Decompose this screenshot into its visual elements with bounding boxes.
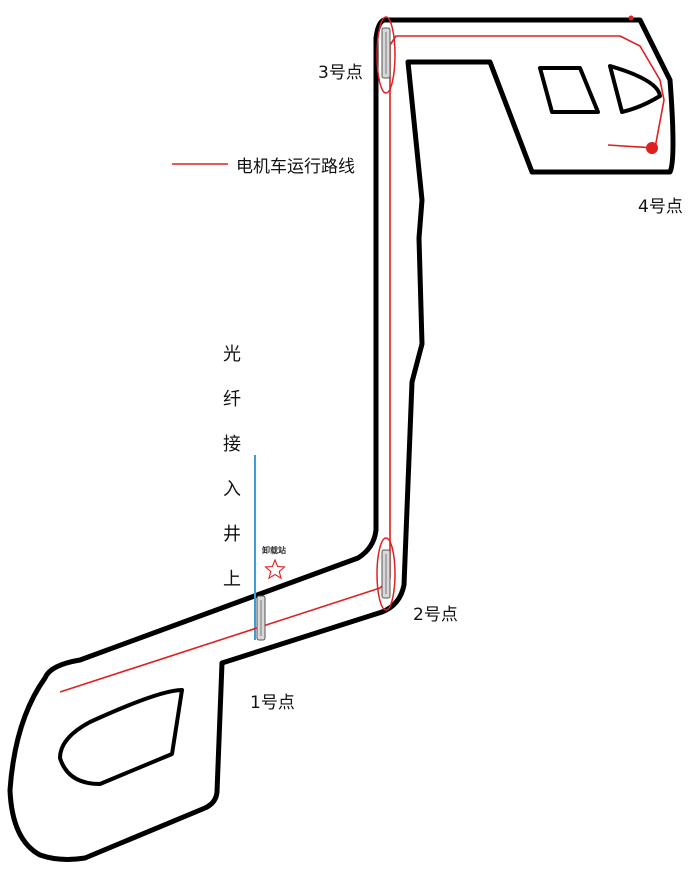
- unloading-station-star-icon: [264, 558, 286, 580]
- route-junction-dot: [628, 15, 634, 21]
- point-1-vehicle: [256, 595, 266, 641]
- fiber-label-char: 井: [223, 524, 241, 545]
- tunnel-outer-wall: [7, 17, 676, 862]
- legend-label: 电机车运行路线: [236, 157, 355, 177]
- upper-island-left: [538, 66, 600, 114]
- point-3-marker: [376, 16, 396, 94]
- point-4-label: 4号点: [638, 197, 683, 217]
- route-end-dot: [646, 142, 658, 154]
- fiber-label-char: 接: [223, 434, 241, 455]
- locomotive-route-line: [59, 35, 665, 693]
- fiber-label-char: 上: [223, 569, 241, 590]
- point-2-label: 2号点: [413, 605, 458, 625]
- point-2-marker: [376, 537, 396, 611]
- point-3-label: 3号点: [318, 63, 363, 83]
- unloading-station-label: 卸载站: [262, 545, 286, 555]
- lower-loop-island: [58, 688, 184, 786]
- point-1-label: 1号点: [250, 693, 295, 713]
- fiber-label-char: 纤: [223, 389, 241, 410]
- fiber-label-char: 光: [223, 344, 241, 365]
- fiber-label-char: 入: [223, 479, 241, 500]
- upper-island-right: [608, 64, 662, 114]
